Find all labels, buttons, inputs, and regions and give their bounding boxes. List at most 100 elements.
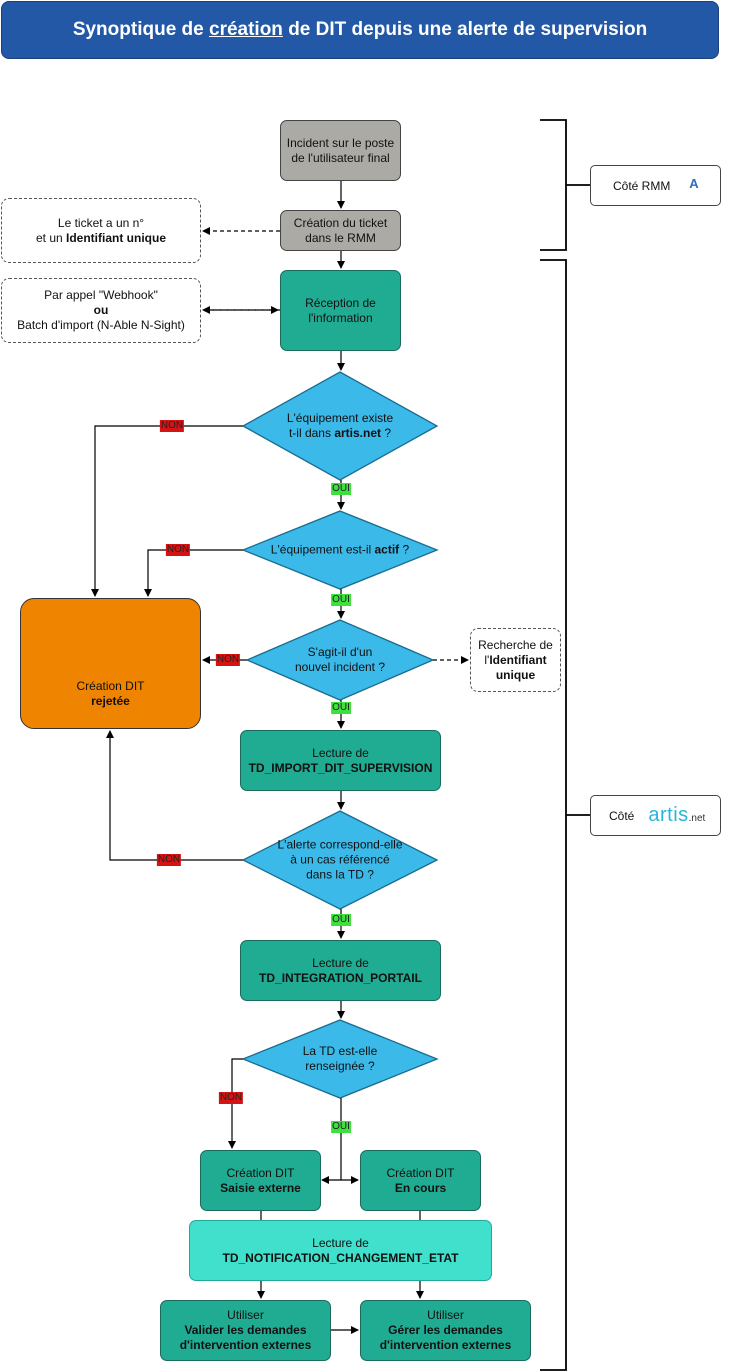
side-rmm: Côté RMM A: [590, 165, 721, 206]
text: TD_NOTIFICATION_CHANGEMENT_ETAT: [222, 1250, 459, 1265]
node-lecture-notification: Lecture de TD_NOTIFICATION_CHANGEMENT_ET…: [189, 1220, 492, 1281]
text: actif: [374, 542, 400, 557]
text: et un: [35, 230, 67, 245]
text: rejetée: [91, 694, 130, 708]
text: Création du ticket: [293, 215, 388, 230]
diamond-nouvel-incident: [245, 619, 435, 701]
badge-non-q5: NON: [218, 1092, 244, 1104]
text: L'équipement est-il: [270, 542, 375, 557]
title-underlined: création: [209, 19, 283, 40]
badge-non-q3: NON: [215, 654, 241, 666]
badge-oui-q3: OUI: [331, 702, 351, 714]
text: l'information: [308, 310, 373, 325]
text: unique: [495, 667, 536, 682]
text: ?: [399, 542, 410, 557]
text: Utiliser: [227, 1308, 264, 1322]
text: d'intervention externes: [379, 1338, 512, 1352]
side-artis: Côté artis .net: [590, 795, 721, 836]
text: Création DIT: [226, 1165, 295, 1180]
label-q-td: La TD est-elle renseignée ?: [303, 1044, 377, 1074]
badge-non-q2: NON: [165, 544, 191, 556]
text: TD_INTEGRATION_PORTAIL: [259, 970, 422, 985]
artis-logo-suffix: .net: [688, 813, 706, 824]
text: L'alerte correspond-elle: [277, 837, 403, 852]
text: Lecture de: [312, 745, 369, 760]
text: Identifiant: [489, 652, 547, 667]
text: à un cas référencé: [290, 852, 390, 867]
text: Gérer les demandes: [388, 1323, 503, 1337]
text: S'agit-il d'un: [307, 645, 373, 659]
text: Recherche de: [478, 637, 553, 652]
text: Utiliser: [427, 1308, 464, 1322]
label-q-nouvel-incident: S'agit-il d'un nouvel incident ?: [295, 645, 385, 675]
badge-non-q1: NON: [159, 420, 185, 432]
diamond-equip-actif: [241, 510, 439, 590]
text: Lecture de: [312, 955, 369, 970]
artis-logo-main: artis: [648, 804, 689, 826]
text: Saisie externe: [220, 1180, 301, 1195]
node-rejetee: Création DIT rejetée: [20, 598, 201, 729]
text: d'intervention externes: [179, 1338, 312, 1352]
edge-q5-non: [228, 1058, 243, 1149]
text: dans la TD ?: [306, 867, 374, 882]
node-saisie-externe: Création DIT Saisie externe: [200, 1150, 321, 1211]
text: En cours: [394, 1180, 447, 1195]
text: Batch d'import (N-Able N-Sight): [17, 318, 185, 332]
title-part2: de DIT depuis une alerte de supervision: [288, 19, 648, 40]
edge-q5-oui-encours: [340, 1098, 359, 1184]
rmm-logo-letter: A: [689, 176, 699, 191]
label-q-equip-actif: L'équipement est-il actif ?: [271, 543, 409, 558]
text: La TD est-elle: [302, 1044, 378, 1058]
node-reception: Réception de l'information: [280, 270, 401, 351]
badge-oui-q5: OUI: [331, 1121, 351, 1133]
note-webhook: Par appel "Webhook" ou Batch d'import (N…: [1, 278, 201, 343]
edge-q2-non: [144, 549, 243, 597]
node-incident: Incident sur le poste de l'utilisateur f…: [280, 120, 401, 181]
node-lecture-integration: Lecture de TD_INTEGRATION_PORTAIL: [240, 940, 441, 1001]
text: nouvel incident ?: [294, 660, 386, 674]
artis-logo: artis .net: [648, 804, 705, 827]
badge-oui-q2: OUI: [331, 594, 351, 606]
text: Côté RMM: [613, 178, 671, 193]
text: Création DIT: [76, 679, 145, 693]
text: Le ticket a un n°: [57, 215, 145, 230]
badge-oui-q4: OUI: [331, 914, 351, 926]
text: ?: [381, 426, 392, 440]
title-part1: Synoptique de: [72, 19, 204, 40]
node-en-cours: Création DIT En cours: [360, 1150, 481, 1211]
page-title: Synoptique de création de DIT depuis une…: [1, 1, 719, 59]
note-recherche: Recherche de l'Identifiant unique: [470, 628, 561, 692]
diamond-equip-existe: [241, 371, 439, 481]
node-creation-ticket: Création du ticket dans le RMM: [280, 210, 401, 251]
note-ticket: Le ticket a un n° et un Identifiant uniq…: [1, 198, 201, 263]
bracket-artis: [540, 259, 567, 1371]
text: l': [484, 652, 490, 667]
text: Lecture de: [312, 1235, 369, 1250]
text: Par appel "Webhook": [44, 288, 158, 302]
text: ou: [93, 303, 109, 317]
diamond-td: [241, 1019, 439, 1099]
node-gerer: Utiliser Gérer les demandes d'interventi…: [360, 1300, 531, 1361]
text: dans le RMM: [305, 230, 376, 245]
text: L'équipement existe: [286, 411, 394, 425]
text: Valider les demandes: [184, 1323, 307, 1337]
edge-q1-non: [91, 425, 243, 597]
label-q-equip-existe: L'équipement existe t-il dans artis.net …: [287, 411, 393, 441]
text: Réception de: [305, 295, 376, 310]
node-lecture-import: Lecture de TD_IMPORT_DIT_SUPERVISION: [240, 730, 441, 791]
bracket-rmm: [540, 119, 567, 251]
text: t-il dans: [288, 426, 335, 440]
edge-q4-non: [106, 730, 243, 861]
text: Incident sur le poste: [286, 135, 395, 150]
text: de l'utilisateur final: [291, 150, 390, 165]
label-q-alerte: L'alerte correspond-elle à un cas référe…: [277, 838, 402, 883]
diamond-alerte: [241, 810, 439, 910]
text: TD_IMPORT_DIT_SUPERVISION: [248, 760, 433, 775]
badge-non-q4: NON: [156, 854, 182, 866]
node-valider: Utiliser Valider les demandes d'interven…: [160, 1300, 331, 1361]
text: Création DIT: [386, 1165, 455, 1180]
text: Côté: [609, 808, 635, 823]
text: artis.net: [334, 426, 382, 440]
text: Identifiant unique: [66, 230, 167, 245]
